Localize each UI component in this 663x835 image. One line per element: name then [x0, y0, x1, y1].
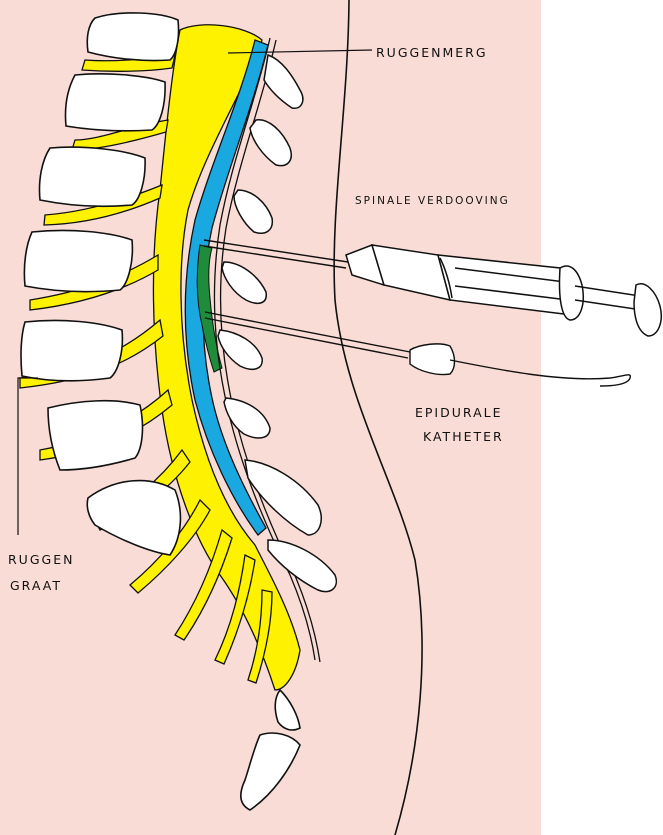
vertebra-2	[65, 74, 165, 131]
vertebra-1	[87, 13, 178, 61]
label-ruggen: RUGGEN	[8, 552, 74, 567]
label-epidurale: EPIDURALE	[415, 405, 503, 420]
vertebra-3	[39, 147, 145, 206]
vertebra-6	[48, 401, 142, 470]
label-spinale-verdoving: SPINALE VERDOOVING	[355, 195, 510, 207]
label-ruggenmerg: RUGGENMERG	[376, 45, 488, 60]
label-graat: GRAAT	[10, 578, 62, 593]
vertebra-4	[24, 230, 132, 291]
vertebra-5	[21, 320, 122, 380]
label-katheter: KATHETER	[423, 429, 504, 444]
